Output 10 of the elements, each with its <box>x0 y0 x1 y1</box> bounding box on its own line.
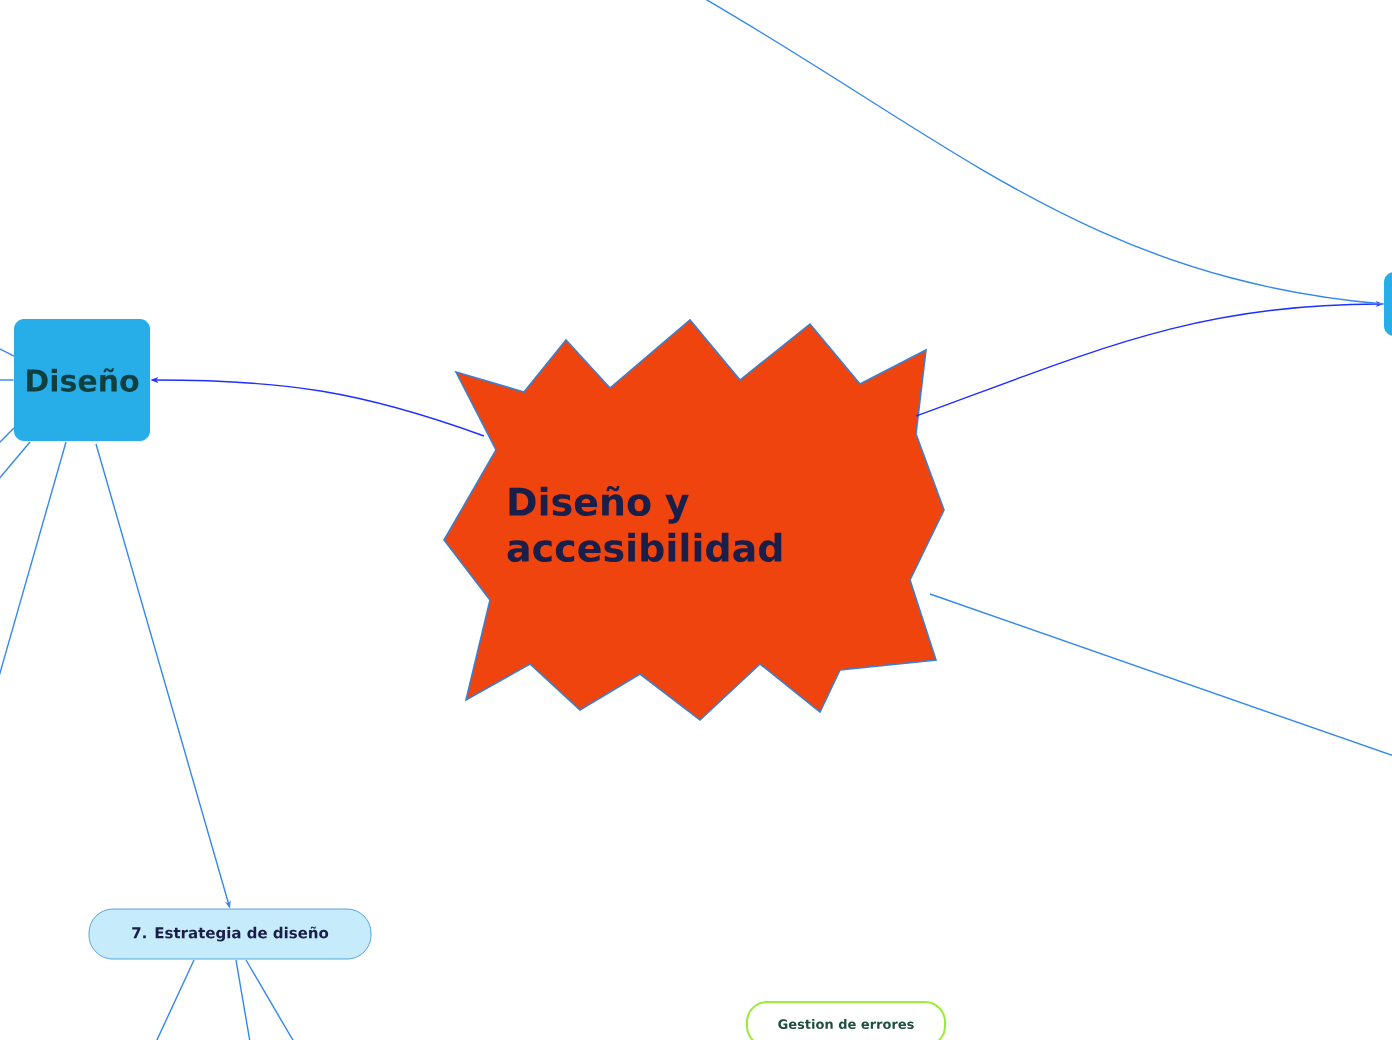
connector-line <box>0 441 31 481</box>
connector-line <box>0 347 15 357</box>
connector-line <box>155 959 195 1040</box>
topic-box <box>1384 272 1392 336</box>
connector-line <box>245 959 295 1040</box>
connector-line <box>929 593 1392 757</box>
connector-line <box>0 379 15 381</box>
topic-box: Diseño <box>14 319 150 441</box>
connector-line <box>235 959 251 1040</box>
connector-line <box>0 427 15 445</box>
